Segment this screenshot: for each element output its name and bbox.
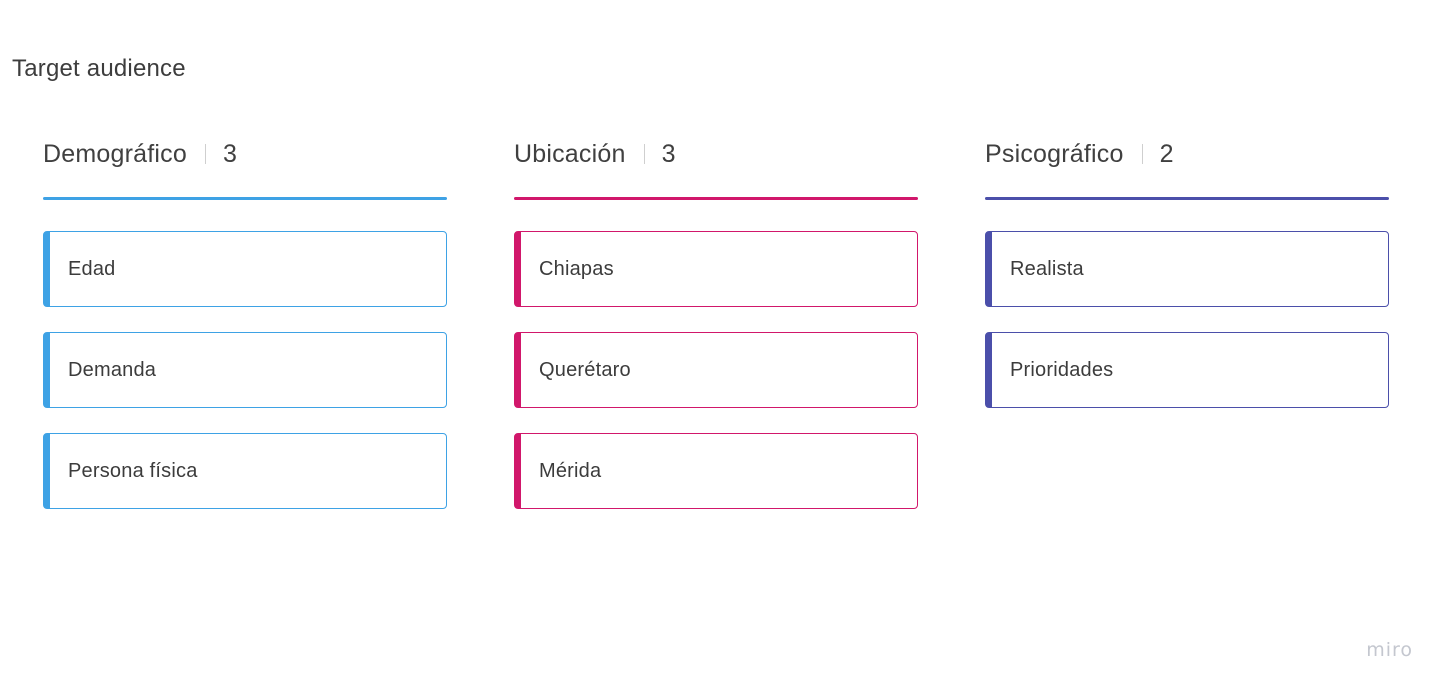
column-count: 3	[222, 139, 238, 168]
column-header-divider	[1141, 144, 1143, 164]
card-label: Persona física	[68, 459, 198, 482]
kanban-column-psicografico: Psicográfico 2 Realista Prioridades	[985, 134, 1389, 408]
column-count: 3	[661, 139, 676, 168]
column-header[interactable]: Psicográfico 2	[985, 134, 1389, 174]
card[interactable]: Realista	[985, 231, 1389, 307]
card-list: Chiapas Querétaro Mérida	[514, 231, 918, 534]
card[interactable]: Prioridades	[985, 332, 1389, 408]
column-header-divider	[204, 144, 206, 164]
card[interactable]: Querétaro	[514, 332, 918, 408]
card[interactable]: Edad	[43, 231, 447, 307]
card[interactable]: Demanda	[43, 332, 447, 408]
column-count: 2	[1159, 139, 1174, 168]
card-label: Edad	[68, 257, 116, 280]
column-color-line	[43, 197, 447, 200]
card[interactable]: Mérida	[514, 433, 918, 509]
card[interactable]: Chiapas	[514, 231, 918, 307]
column-title: Psicográfico	[985, 139, 1124, 168]
card-label: Querétaro	[539, 358, 631, 381]
miro-logo: miro	[1366, 639, 1413, 661]
kanban-column-ubicacion: Ubicación 3 Chiapas Querétaro Mérida	[514, 134, 918, 509]
card-label: Demanda	[68, 358, 157, 381]
column-header-divider	[643, 144, 645, 164]
column-header[interactable]: Ubicación 3	[514, 134, 918, 174]
card-label: Realista	[1010, 257, 1084, 280]
column-color-line	[514, 197, 918, 200]
card-list: Edad Demanda Persona física	[43, 231, 447, 534]
card-label: Chiapas	[539, 257, 614, 280]
card[interactable]: Persona física	[43, 433, 447, 509]
board-title: Target audience	[12, 55, 186, 82]
column-title: Ubicación	[514, 139, 626, 168]
column-color-line	[985, 197, 1389, 200]
card-label: Mérida	[539, 459, 602, 482]
kanban-column-demografico: Demográfico 3 Edad Demanda Persona físic…	[43, 134, 447, 509]
column-header[interactable]: Demográfico 3	[43, 134, 447, 174]
card-list: Realista Prioridades	[985, 231, 1389, 433]
column-title: Demográfico	[43, 139, 187, 168]
card-label: Prioridades	[1010, 358, 1114, 381]
